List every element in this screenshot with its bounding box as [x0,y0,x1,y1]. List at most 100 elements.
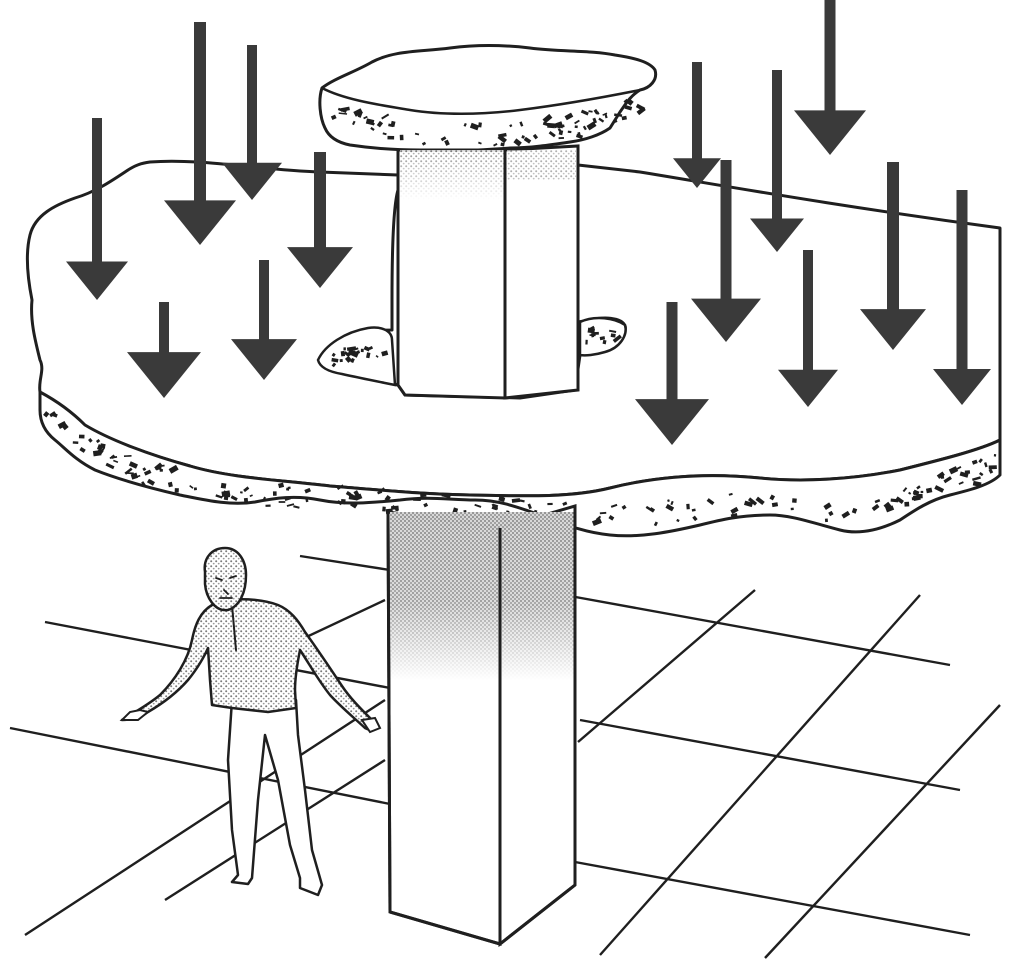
arrow-head [222,162,282,200]
aggregate-fleck [130,472,139,480]
load-arrow [127,302,201,398]
aggregate-fleck [353,347,359,351]
aggregate-fleck [650,507,656,512]
aggregate-fleck [113,459,119,463]
aggregate-fleck [52,412,58,418]
arrow-head [127,352,201,398]
aggregate-fleck [676,518,680,523]
lower-column [386,503,577,948]
aggregate-fleck [49,411,57,418]
aggregate-fleck [602,339,607,345]
aggregate-fleck [621,504,627,510]
aggregate-fleck [665,503,675,512]
upper-slab-fragment [318,43,658,153]
aggregate-fleck [548,131,556,138]
aggregate-fleck [441,492,451,499]
aggregate-fleck [135,474,141,478]
aggregate-fleck [828,510,834,517]
aggregate-fleck [562,501,568,506]
aggregate-fleck [972,476,981,481]
aggregate-fleck [959,471,969,478]
aggregate-fleck [547,122,556,129]
aggregate-fleck [350,501,358,509]
aggregate-fleck [128,461,138,469]
aggregate-fleck [971,459,978,465]
aggregate-fleck [755,496,765,506]
aggregate-fleck [523,136,532,144]
aggregate-fleck [376,120,384,128]
aggregate-fleck [347,351,353,356]
aggregate-fleck [62,424,69,431]
aggregate-fleck [350,357,355,364]
arrow-shaft [247,45,257,165]
aggregate-fleck [440,136,447,142]
floor-line [577,589,756,743]
aggregate-fleck [623,98,629,104]
aggregate-fleck [125,472,134,475]
load-arrow [778,250,838,407]
aggregate-fleck [463,122,467,127]
aggregate-fleck [792,498,797,503]
aggregate-fleck [908,491,912,495]
aggregate-fleck [263,496,267,500]
aggregate-fleck [841,510,851,519]
aggregate-fleck [96,444,104,451]
person-figure [119,546,382,897]
aggregate-fleck [423,502,429,508]
aggregate-fleck [636,106,646,116]
aggregate-fleck [585,339,588,345]
aggregate-fleck [983,462,988,468]
aggregate-fleck [730,506,739,515]
aggregate-fleck [686,503,690,510]
aggregate-fleck [956,466,962,470]
aggregate-fleck [912,489,920,496]
aggregate-fleck [706,498,715,506]
aggregate-fleck [293,505,300,509]
aggregate-fleck [142,467,147,472]
arrow-head [231,339,297,380]
aggregate-fleck [105,462,115,470]
floor-line [579,718,961,792]
aggregate-fleck [354,493,363,501]
aggregate-fleck [344,355,352,363]
aggregate-fleck [109,456,118,459]
aggregate-fleck [519,121,524,127]
aggregate-fleck [692,515,698,522]
arrow-head [164,200,236,245]
aggregate-fleck [769,494,776,501]
aggregate-fleck [608,515,615,521]
floor-line [9,726,391,806]
aggregate-fleck [972,480,982,487]
aggregate-fleck [413,497,421,501]
aggregate-fleck [653,521,658,527]
aggregate-fleck [948,466,959,475]
aggregate-fleck [626,98,634,106]
aggregate-fleck [395,507,399,512]
arrow-head [673,158,721,188]
aggregate-fleck [382,506,386,512]
aggregate-fleck [123,455,132,457]
aggregate-fleck [574,125,578,129]
aggregate-fleck [645,505,655,513]
aggregate-fleck [602,112,608,116]
aggregate-fleck [340,498,346,505]
aggregate-fleck [978,458,983,464]
aggregate-fleck [478,141,482,145]
arrow-head [750,218,804,252]
load-arrow [794,0,866,155]
aggregate-fleck [284,495,291,502]
aggregate-fleck [988,468,994,474]
arrow-shaft [803,250,813,372]
aggregate-fleck [790,507,794,511]
load-arrow [860,162,926,350]
aggregate-fleck [608,329,617,333]
aggregate-fleck [895,496,904,504]
aggregate-fleck [343,347,346,351]
aggregate-fleck [377,490,383,495]
arrow-shaft [692,62,702,161]
aggregate-fleck [265,504,271,507]
arrow-shaft [887,162,899,312]
aggregate-fleck [221,490,231,497]
aggregate-fleck [220,482,227,489]
aggregate-fleck [558,129,564,136]
